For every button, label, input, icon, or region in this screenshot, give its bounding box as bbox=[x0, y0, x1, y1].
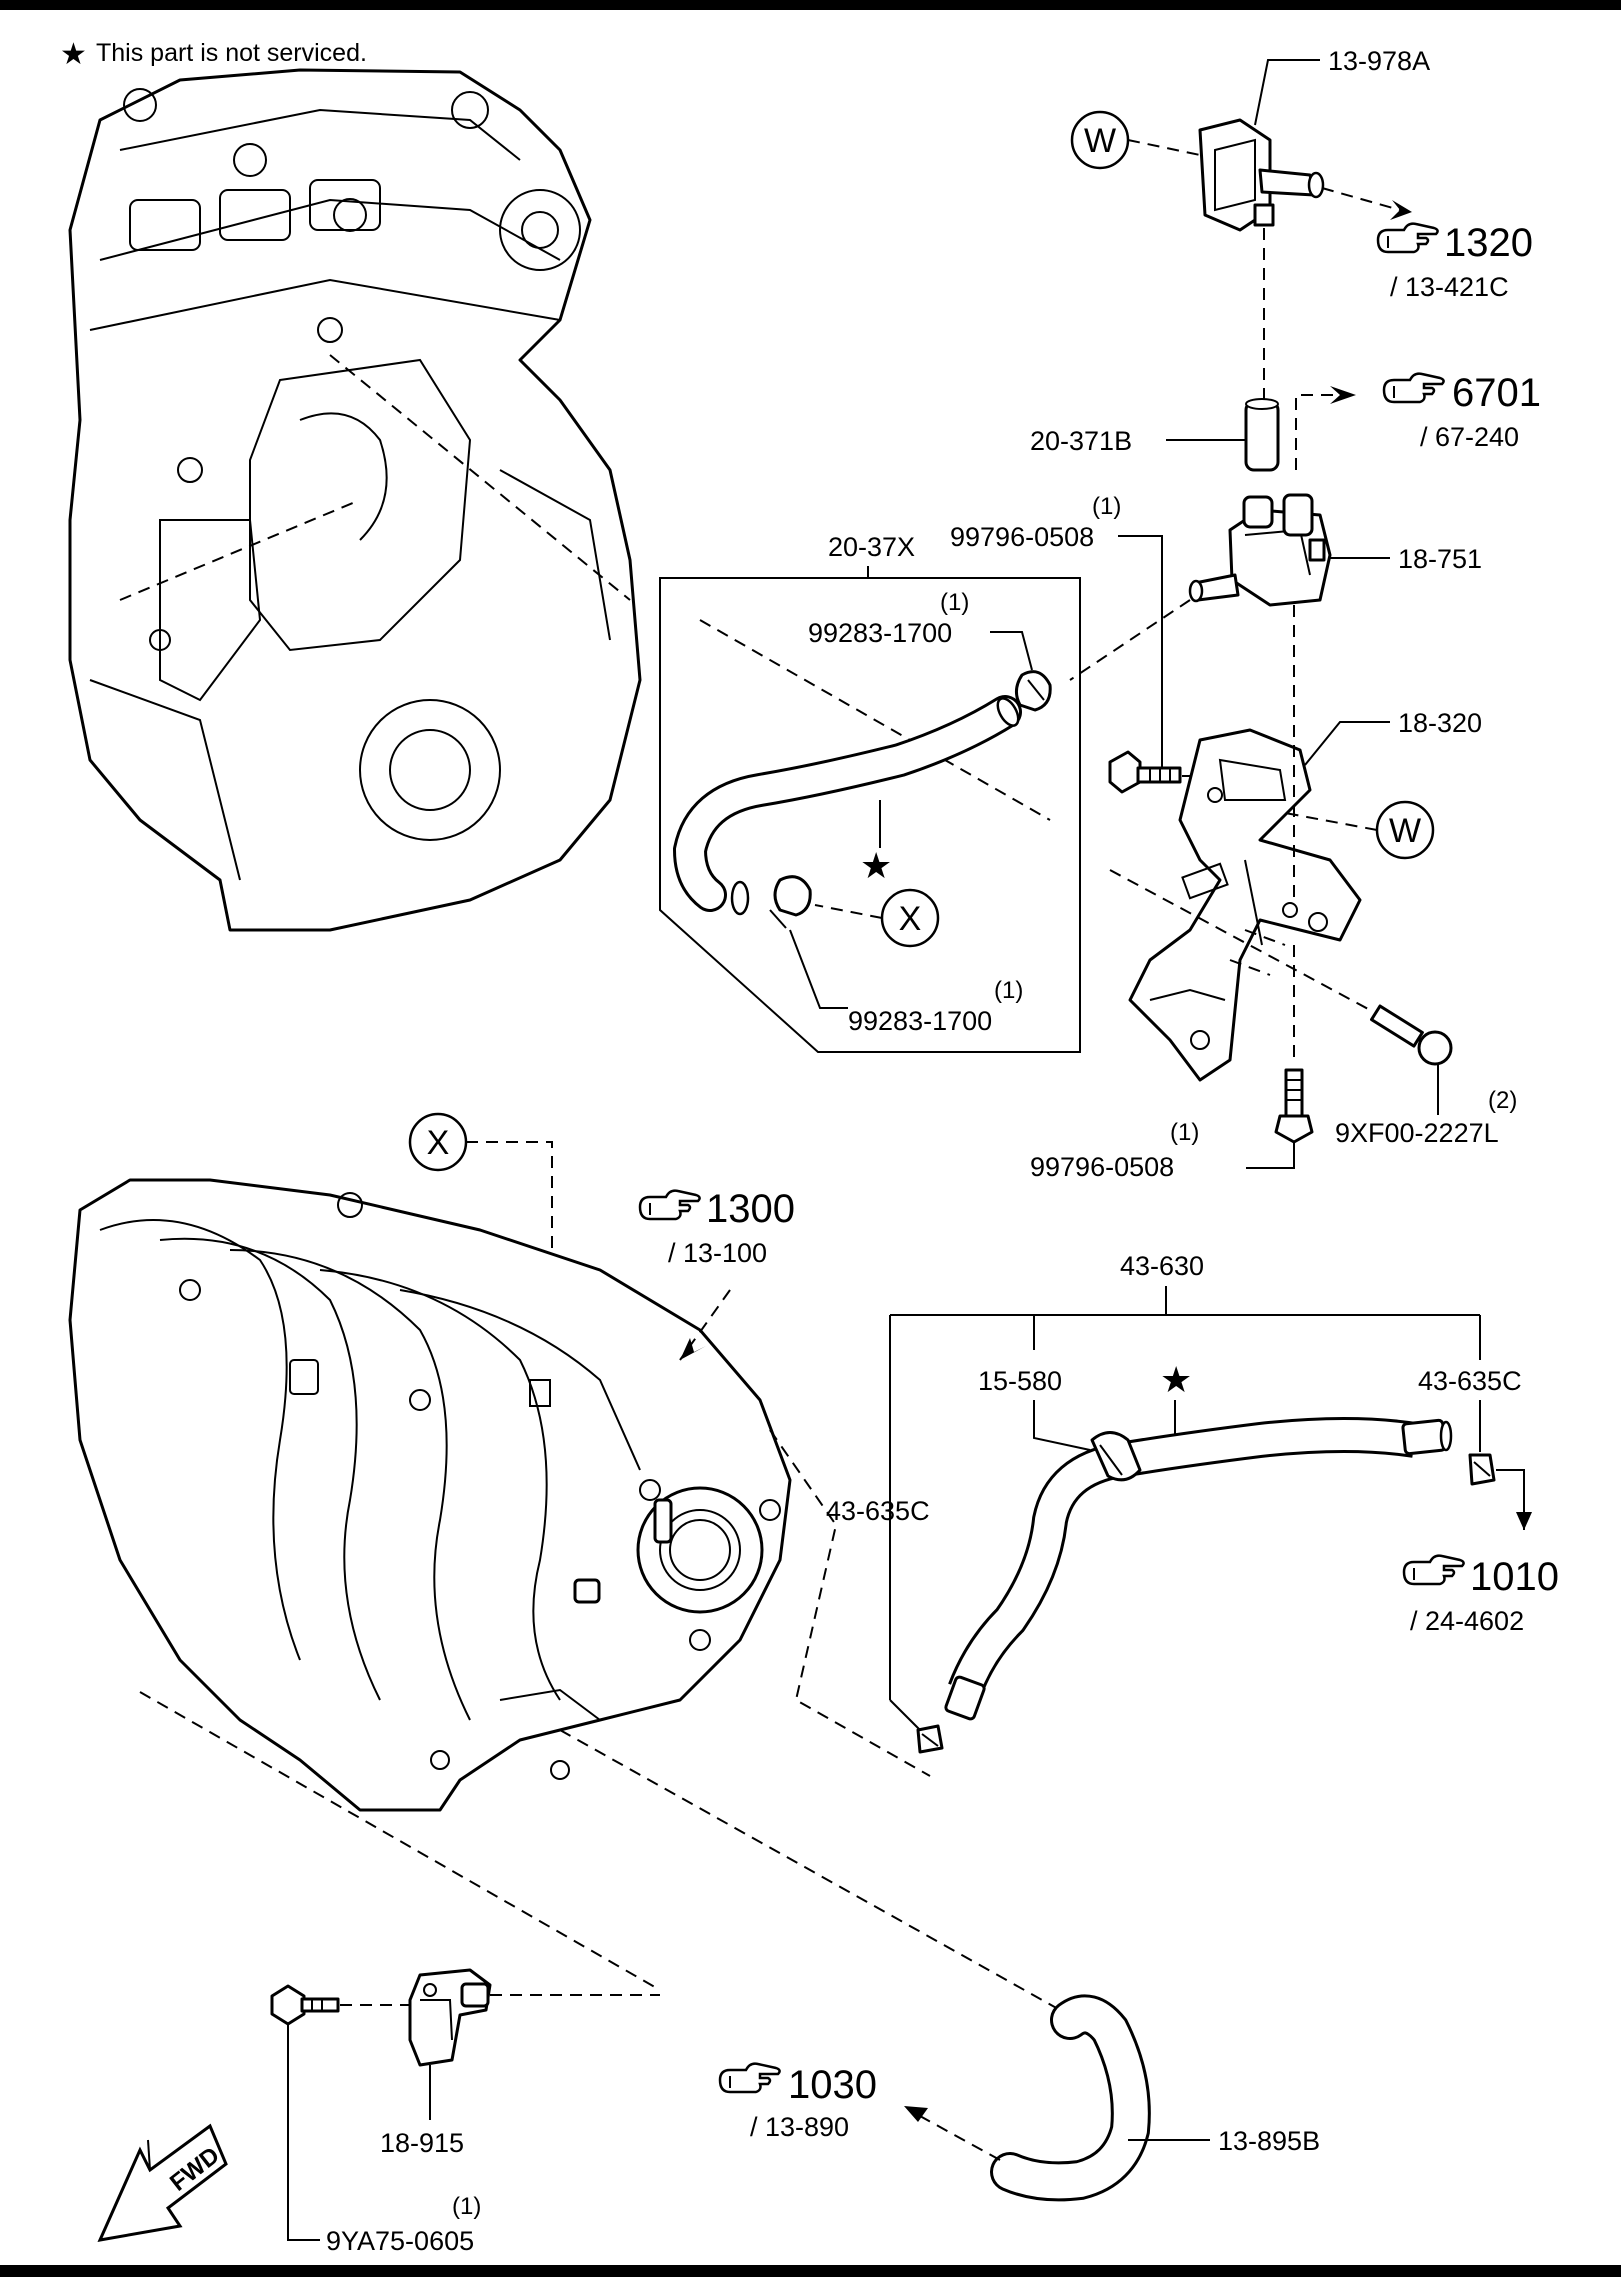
callout-99796-0508-top: 99796-0508 bbox=[950, 522, 1094, 552]
bolt-99796-0508-bottom bbox=[1274, 1068, 1314, 1144]
callout-43-635C-right: 43-635C bbox=[1418, 1366, 1522, 1396]
solenoid-to-hose-dash bbox=[1069, 599, 1191, 681]
x-box-dash bbox=[814, 904, 883, 919]
arrow-1300-head bbox=[680, 1338, 706, 1360]
ref-1300: 1300 bbox=[706, 1187, 795, 1231]
ref-1320-sub: / 13-421C bbox=[1390, 272, 1509, 302]
manifold-hose-bracket-dash bbox=[769, 1429, 931, 1777]
bracket-holes-dash bbox=[1229, 929, 1286, 976]
fwd-direction-arrow bbox=[97, 2123, 228, 2242]
bolt-9YA75-0605 bbox=[270, 1984, 340, 2026]
callout-99283-1700-top-qty: (1) bbox=[940, 589, 969, 616]
hose-20-37X bbox=[672, 695, 1022, 916]
arrow-1030-dash bbox=[919, 2115, 1001, 2161]
clip-99283-1700-bottom bbox=[769, 875, 812, 929]
ref-1030: 1030 bbox=[788, 2063, 877, 2107]
hose-20-371B-end bbox=[1245, 398, 1279, 410]
hose-20-371B bbox=[1244, 400, 1280, 472]
ref-1300-sub: / 13-100 bbox=[668, 1238, 767, 1268]
clip-99283-1700-top bbox=[1015, 670, 1052, 712]
callout-43-635C-left: 43-635C bbox=[826, 1496, 930, 1526]
ref-1010: 1010 bbox=[1470, 1555, 1559, 1599]
callout-99796-0508-top-qty: (1) bbox=[1092, 493, 1121, 520]
arrow-6701-dash bbox=[1295, 394, 1340, 470]
callout-9XF00-qty: (2) bbox=[1488, 1087, 1517, 1114]
ref-1010-sub: / 24-4602 bbox=[1410, 1606, 1524, 1636]
valve-13-978A bbox=[1198, 118, 1325, 232]
callout-13-895B: 13-895B bbox=[1218, 2126, 1320, 2156]
leader-43-630 bbox=[890, 1286, 1480, 1316]
note-star: ★ bbox=[60, 38, 87, 71]
marker-w-mid-label: W bbox=[1389, 812, 1421, 850]
hose-43-630 bbox=[944, 1417, 1453, 1721]
callout-9YA75: 9YA75-0605 bbox=[326, 2226, 474, 2256]
callout-99283-1700-top: 99283-1700 bbox=[808, 618, 952, 648]
ref-1320: 1320 bbox=[1444, 221, 1533, 265]
hose-kit-box-20-37X bbox=[659, 577, 1081, 1053]
leader-15-580 bbox=[1033, 1400, 1091, 1451]
engine-leader-dash-1 bbox=[329, 354, 631, 601]
arrow-1030-head bbox=[904, 2106, 928, 2122]
callout-18-320: 18-320 bbox=[1398, 708, 1482, 738]
leader-99283-1700-bottom bbox=[789, 929, 848, 1009]
callout-9YA75-qty: (1) bbox=[452, 2193, 481, 2220]
note-text: This part is not serviced. bbox=[96, 39, 367, 67]
arrow-1010-head bbox=[1516, 1512, 1532, 1530]
marker-w-top-label: W bbox=[1084, 122, 1116, 160]
arrow-1320-dash bbox=[1321, 187, 1401, 211]
pointer-hand-1030-icon bbox=[718, 2062, 781, 2094]
clip-43-635C-right bbox=[1468, 1453, 1496, 1486]
callout-15-580: 15-580 bbox=[978, 1366, 1062, 1396]
solenoid-18-751 bbox=[1188, 493, 1332, 607]
leader-43-635C-left bbox=[889, 1699, 921, 1731]
callout-99283-1700-bottom: 99283-1700 bbox=[848, 1006, 992, 1036]
top-border bbox=[0, 0, 1621, 10]
arrow-1010-line bbox=[1496, 1469, 1525, 1530]
intake-manifold-illustration bbox=[68, 1178, 792, 1812]
leader-99283-1700-top bbox=[990, 631, 1033, 671]
engine-block-illustration bbox=[68, 68, 642, 932]
leader-99796-0508-top bbox=[1118, 535, 1163, 770]
ref-1030-sub: / 13-890 bbox=[750, 2112, 849, 2142]
bolt-9XF00-2227L bbox=[1370, 1004, 1453, 1066]
arrow-6701-head bbox=[1330, 386, 1356, 404]
callout-99796-0508-bottom: 99796-0508 bbox=[1030, 1152, 1174, 1182]
callout-18-751: 18-751 bbox=[1398, 544, 1482, 574]
callout-18-915: 18-915 bbox=[380, 2128, 464, 2158]
leader-9YA75 bbox=[287, 2024, 320, 2241]
bottom-border bbox=[0, 2265, 1621, 2277]
arrow-1320-head bbox=[1390, 200, 1412, 220]
ref-6701-sub: / 67-240 bbox=[1420, 422, 1519, 452]
w-mid-dash bbox=[1279, 811, 1378, 831]
leader-13-978A bbox=[1254, 59, 1320, 126]
manifold-to-hose-895B-dash bbox=[559, 1729, 1061, 2011]
pointer-hand-1320-icon bbox=[1376, 222, 1439, 254]
ref-6701: 6701 bbox=[1452, 371, 1541, 415]
hose-13-895B bbox=[990, 1994, 1151, 2202]
callout-20-371B: 20-371B bbox=[1030, 426, 1132, 456]
pointer-hand-6701-icon bbox=[1382, 372, 1445, 404]
leader-99796-0508-bottom bbox=[1246, 1142, 1295, 1169]
star-marker-hose-630: ★ bbox=[1160, 1359, 1192, 1400]
callout-9XF00: 9XF00-2227L bbox=[1335, 1118, 1499, 1148]
pointer-hand-1010-icon bbox=[1402, 1554, 1465, 1586]
callout-13-978A: 13-978A bbox=[1328, 46, 1430, 76]
hose-kit-dash bbox=[699, 619, 1051, 821]
callout-43-630: 43-630 bbox=[1120, 1251, 1204, 1281]
star-marker-hose-37X: ★ bbox=[860, 845, 892, 886]
callout-20-37X: 20-37X bbox=[828, 532, 915, 562]
bolt-99796-0508-top bbox=[1108, 750, 1182, 794]
pointer-hand-1300-icon bbox=[638, 1189, 701, 1221]
marker-x-box-label: X bbox=[899, 900, 922, 938]
callout-99796-0508-bottom-qty: (1) bbox=[1170, 1119, 1199, 1146]
clip-43-635C-left bbox=[916, 1724, 944, 1754]
marker-x-manifold-label: X bbox=[427, 1124, 450, 1162]
engine-leader-dash-2 bbox=[119, 499, 361, 601]
callout-99283-1700-bottom-qty: (1) bbox=[994, 977, 1023, 1004]
w-top-dash bbox=[1127, 139, 1201, 156]
bracket-bolt-dash bbox=[1109, 869, 1371, 1011]
sensor-18-915 bbox=[408, 1968, 492, 2067]
leader-18-320 bbox=[1304, 721, 1390, 766]
